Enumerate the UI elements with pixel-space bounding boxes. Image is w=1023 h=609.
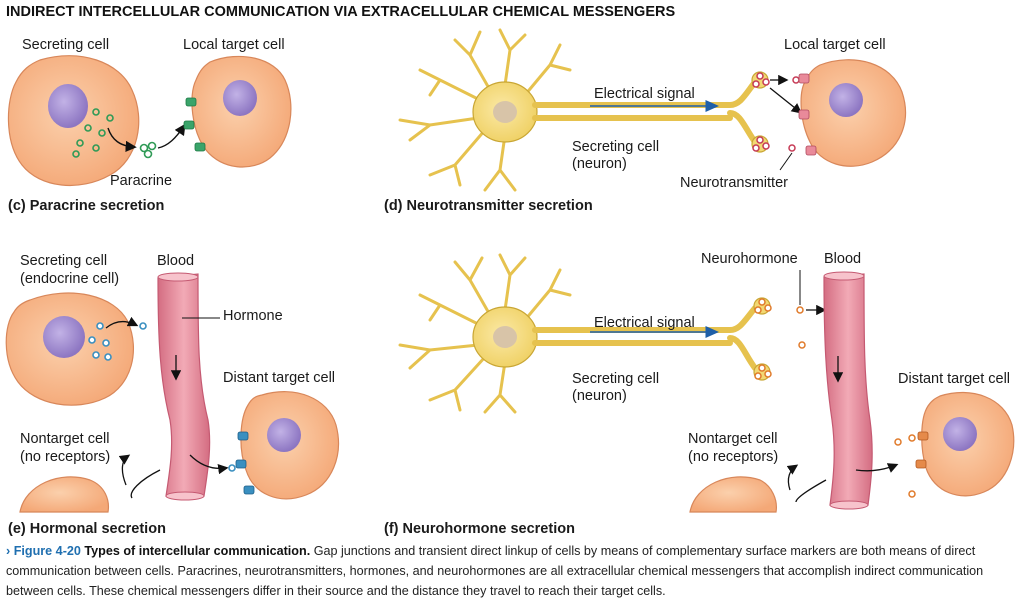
blood-label: Blood bbox=[824, 251, 861, 267]
paracrine-cluster bbox=[139, 141, 157, 159]
paracrine-label: Paracrine bbox=[110, 173, 172, 189]
receptor-icon bbox=[235, 431, 255, 495]
electrical-signal-label: Electrical signal bbox=[594, 86, 695, 102]
nucleus-icon bbox=[223, 80, 257, 116]
panel-paracrine: Secreting cell Local target cell Paracri… bbox=[7, 37, 292, 214]
panel-hormonal: Secreting cell (endocrine cell) Blood Ho… bbox=[5, 253, 340, 537]
figure-label: Figure 4-20 bbox=[13, 544, 81, 558]
secreting-cell-label: Secreting cell bbox=[572, 371, 659, 387]
nucleus-icon bbox=[48, 84, 88, 128]
nucleus-icon bbox=[829, 83, 863, 117]
blood-vessel-icon bbox=[157, 273, 211, 497]
nucleus-icon bbox=[267, 418, 301, 452]
no-receptors-label: (no receptors) bbox=[688, 449, 778, 465]
neuron-icon bbox=[398, 28, 769, 192]
neurohormone-label: Neurohormone bbox=[701, 251, 798, 267]
neuron-icon bbox=[398, 253, 771, 414]
neuron-label: (neuron) bbox=[572, 156, 627, 172]
secreting-cell-label: Secreting cell bbox=[572, 139, 659, 155]
nucleus-icon bbox=[943, 417, 977, 451]
panel-neurotransmitter: Electrical signal Secreting cell (neuron… bbox=[384, 28, 907, 214]
blood-label: Blood bbox=[157, 253, 194, 269]
figure-caption-title: Types of intercellular communication. bbox=[84, 544, 311, 558]
local-target-cell-label: Local target cell bbox=[784, 37, 886, 53]
nontarget-cell-icon bbox=[689, 476, 777, 513]
endocrine-cell-label: (endocrine cell) bbox=[20, 271, 119, 287]
neuron-label: (neuron) bbox=[572, 388, 627, 404]
caption-neurotransmitter: (d) Neurotransmitter secretion bbox=[384, 198, 593, 214]
caption-neurohormone: (f) Neurohormone secretion bbox=[384, 521, 575, 537]
distant-target-cell-label: Distant target cell bbox=[898, 371, 1010, 387]
distant-target-cell-label: Distant target cell bbox=[223, 370, 335, 386]
no-receptors-label: (no receptors) bbox=[20, 449, 110, 465]
figure-caption-body: Gap junctions and transient direct linku… bbox=[6, 544, 984, 598]
figure-caption: › Figure 4-20 Types of intercellular com… bbox=[6, 541, 1018, 601]
paracrine-dots bbox=[72, 108, 114, 158]
local-target-cell-label: Local target cell bbox=[183, 37, 285, 53]
nontarget-cell-label: Nontarget cell bbox=[688, 431, 777, 447]
caption-hormonal: (e) Hormonal secretion bbox=[8, 521, 166, 537]
receptor-icon bbox=[183, 97, 206, 152]
receptor-icon bbox=[915, 431, 929, 469]
nontarget-cell-label: Nontarget cell bbox=[20, 431, 109, 447]
nucleus-icon bbox=[43, 316, 85, 358]
electrical-signal-label: Electrical signal bbox=[594, 315, 695, 331]
figure-title: INDIRECT INTERCELLULAR COMMUNICATION VIA… bbox=[6, 4, 675, 20]
nontarget-cell-icon bbox=[19, 476, 110, 513]
secreting-cell-label: Secreting cell bbox=[22, 37, 109, 53]
neurotransmitter-label: Neurotransmitter bbox=[680, 175, 788, 191]
receptor-icon bbox=[798, 73, 817, 156]
panel-neurohormone: Electrical signal Secreting cell (neuron… bbox=[384, 251, 1015, 537]
hormone-label: Hormone bbox=[223, 308, 283, 324]
caption-marker: › bbox=[6, 544, 11, 558]
caption-paracrine: (c) Paracrine secretion bbox=[8, 198, 164, 214]
secreting-cell-label: Secreting cell bbox=[20, 253, 107, 269]
